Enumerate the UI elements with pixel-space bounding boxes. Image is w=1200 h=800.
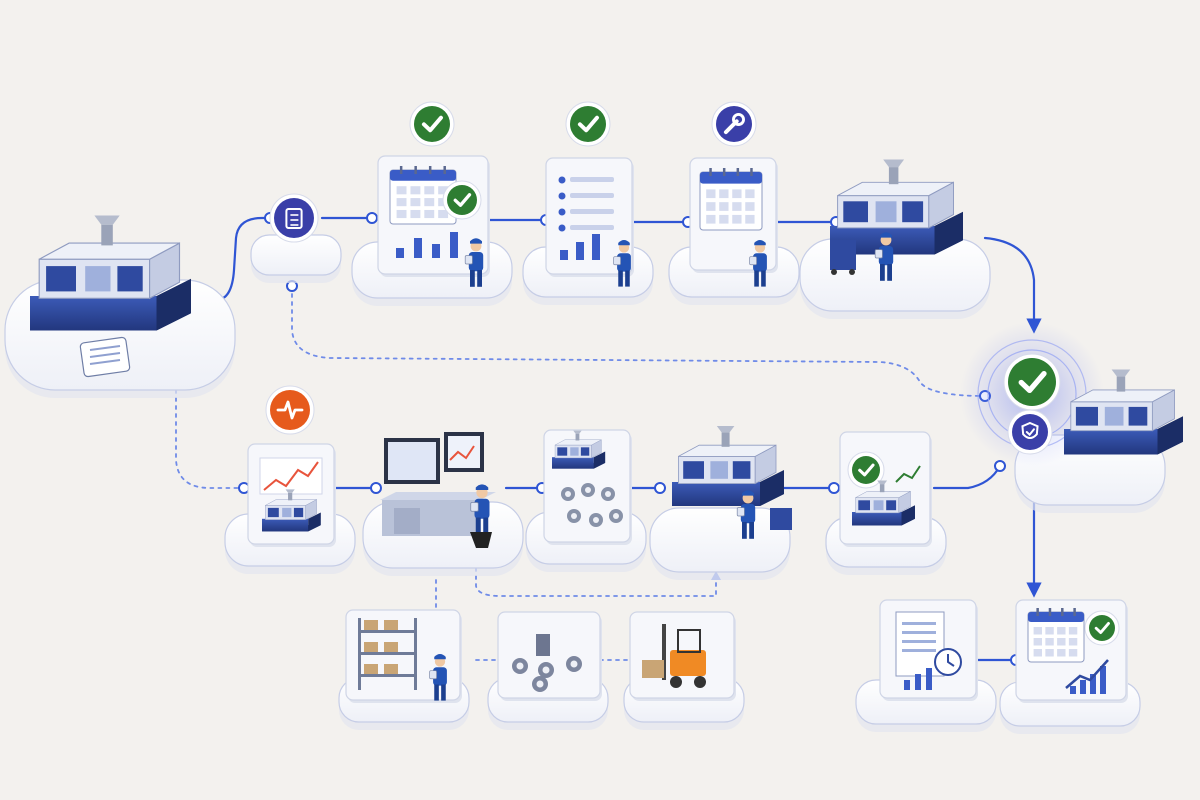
check-icon — [565, 101, 611, 147]
check-icon — [1003, 353, 1061, 411]
node-schedule-growth — [999, 599, 1141, 734]
node-machine-start — [4, 215, 236, 398]
injection-molding-machine-icon — [30, 215, 191, 331]
shelving-icon — [358, 618, 417, 690]
connector-dot — [370, 482, 382, 494]
mini-machine-icon — [852, 480, 915, 526]
calendar-icon — [389, 166, 457, 225]
bar-chart-icon — [396, 232, 458, 258]
node-report — [855, 599, 997, 732]
bar-chart-icon — [560, 234, 600, 260]
parts-icon — [552, 430, 623, 527]
flow-line — [932, 464, 1002, 490]
node-condition-monitoring — [224, 385, 356, 574]
task-list-icon — [558, 176, 614, 232]
node-work-order-review — [522, 101, 654, 305]
node-components — [487, 611, 609, 730]
connector-dot — [994, 460, 1006, 472]
node-spare-parts — [525, 429, 647, 572]
machine-repair-icon — [672, 426, 784, 506]
wrench-icon — [711, 101, 757, 147]
connector-dot — [828, 482, 840, 494]
node-forklift — [623, 611, 745, 730]
bar-chart-icon — [904, 668, 932, 690]
trend-chart-icon — [259, 457, 323, 495]
node-card — [545, 157, 633, 275]
flow-line — [983, 236, 1042, 334]
operator-workstation-icon — [380, 432, 496, 536]
check-icon — [1084, 610, 1120, 646]
check-icon — [442, 180, 482, 220]
calendar-icon — [1027, 608, 1085, 663]
bolts-bearings-icon — [512, 634, 582, 692]
forklift-icon — [642, 624, 706, 688]
dotted-flow-line — [475, 559, 717, 597]
node-machine-repair — [799, 159, 991, 319]
flow-nodes — [4, 101, 1183, 734]
machine-icon — [552, 430, 606, 469]
bar-chart-icon — [1070, 666, 1106, 694]
clipboard-checklist-icon — [269, 193, 319, 243]
check-icon — [409, 101, 455, 147]
heartbeat-icon — [265, 385, 315, 435]
tool-cart-icon — [770, 508, 792, 530]
node-technician-repair — [649, 426, 792, 580]
shield-icon — [1007, 409, 1053, 455]
document-clock-icon — [895, 611, 962, 690]
node-card — [839, 431, 931, 545]
connector-dot — [654, 482, 666, 494]
machine-icon — [1064, 369, 1183, 455]
node-machine-verified — [960, 322, 1183, 513]
node-schedule-approved — [351, 101, 513, 306]
connector-dot — [366, 212, 378, 224]
node-maintenance-scheduled — [668, 101, 800, 305]
node-control-room — [362, 432, 524, 576]
mini-machine-icon — [262, 489, 321, 532]
node-test-run — [825, 431, 947, 575]
node-checklist — [250, 193, 342, 283]
office-chair-icon — [470, 532, 492, 548]
dotted-flow-line — [175, 373, 245, 489]
calendar-icon — [699, 168, 763, 231]
flow-line — [214, 216, 272, 302]
check-icon — [847, 451, 885, 489]
dotted-flow-line — [291, 285, 986, 397]
growth-arrow-icon — [1065, 659, 1109, 689]
growth-arrow-icon — [895, 465, 921, 483]
tablet-icon — [79, 336, 131, 378]
tool-cart-icon — [830, 240, 856, 275]
node-warehouse — [338, 609, 470, 730]
